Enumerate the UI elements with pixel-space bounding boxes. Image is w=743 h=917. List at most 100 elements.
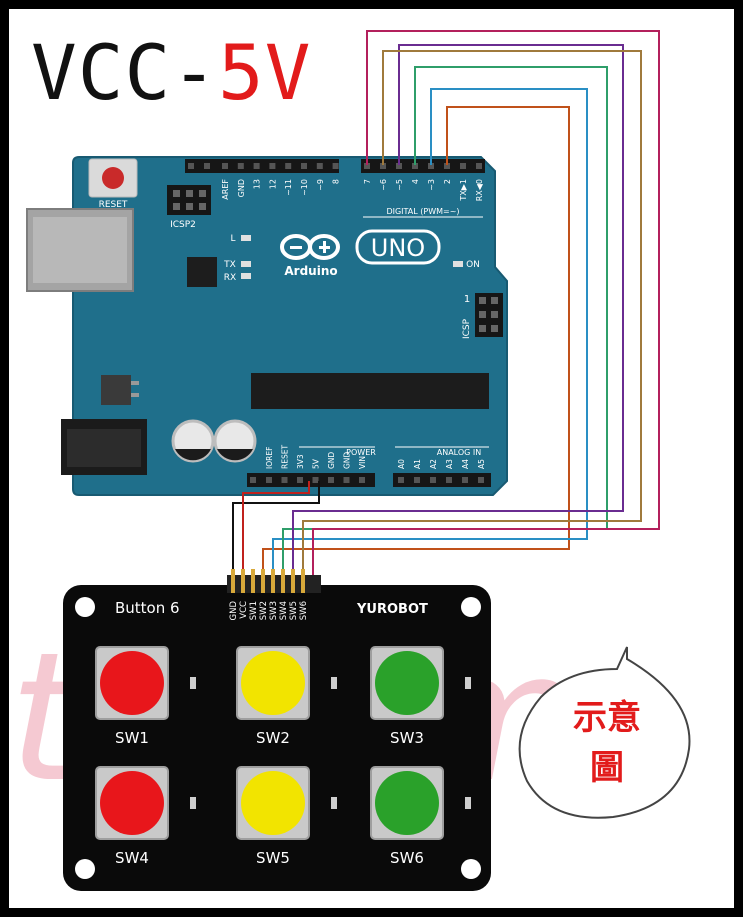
resistor: [465, 797, 471, 809]
icsp2-header: [167, 185, 211, 215]
wire-sw2-to-d3: [272, 88, 588, 581]
digital-pin-socket: [364, 163, 370, 169]
mount-hole: [75, 859, 95, 879]
power-pin-label: GND: [327, 452, 336, 469]
header-pin: [261, 569, 265, 593]
reset-button-cap[interactable]: [102, 167, 124, 189]
wiring-diagram: RESET ICSP2 L TX RX ON: [9, 30, 691, 891]
resistor: [465, 677, 471, 689]
wire-sw5-to-d6: [302, 50, 642, 581]
module-pin-label: GND: [229, 601, 239, 621]
analog-pin-socket: [430, 477, 436, 483]
push-button-sw6[interactable]: [370, 766, 444, 840]
push-button-sw3[interactable]: [370, 646, 444, 720]
resistor: [331, 677, 337, 689]
digital-pin-label: ~3: [427, 179, 436, 191]
button-cap[interactable]: [241, 651, 305, 715]
digital-pin-label: ~11: [284, 179, 293, 196]
jumper-wires: [232, 30, 660, 581]
wire-sw3-to-d4: [282, 66, 608, 581]
analog-header: [393, 473, 491, 487]
header-pin: [271, 569, 275, 593]
button-cap[interactable]: [241, 771, 305, 835]
analog-label: ANALOG IN: [437, 448, 482, 457]
module-pin-label: VCC: [239, 601, 249, 619]
button-cap[interactable]: [375, 651, 439, 715]
digital-pin-socket: [301, 163, 307, 169]
header-pin: [231, 569, 235, 593]
power-pin-label: RESET: [281, 445, 290, 469]
digital-pin-socket: [204, 163, 210, 169]
power-pin-socket: [343, 477, 350, 483]
wire-sw4-to-d5: [292, 44, 624, 581]
push-button-sw1[interactable]: [95, 646, 169, 720]
digital-pin-socket: [269, 163, 276, 169]
analog-pin-socket: [478, 477, 484, 483]
header-pin: [291, 569, 295, 593]
icsp-pin1-label: 1: [464, 294, 470, 305]
digital-pin-socket: [188, 163, 194, 169]
power-pin-socket: [328, 477, 334, 483]
led-on: [453, 261, 463, 267]
title: VCC-5V: [31, 35, 312, 111]
digital-pin-socket: [412, 163, 418, 169]
analog-pin-label: A2: [429, 459, 438, 469]
module-pin-label: SW4: [279, 601, 289, 620]
push-button-sw5[interactable]: [236, 766, 310, 840]
power-pin-label: 5V: [312, 458, 321, 469]
title-prefix: VCC-: [31, 28, 219, 117]
digital-pin-socket: [222, 163, 228, 169]
resistor: [190, 797, 196, 809]
resistor: [190, 677, 196, 689]
analog-pin-label: A4: [461, 459, 470, 469]
mount-hole: [461, 597, 481, 617]
capacitor-stripe: [175, 449, 211, 461]
led-on-label: ON: [466, 260, 480, 270]
digital-pin-label: ~9: [316, 179, 325, 191]
reset-label: RESET: [99, 200, 128, 210]
resistor: [331, 797, 337, 809]
analog-pin-label: A1: [413, 459, 422, 469]
header-pin: [301, 569, 305, 593]
header-pin: [251, 569, 255, 593]
uno-badge: [355, 229, 441, 265]
header-pin: [281, 569, 285, 593]
module-pin-label: SW1: [249, 601, 259, 620]
note-line2: 圖: [590, 748, 624, 788]
power-pin-label: IOREF: [265, 447, 274, 469]
module-pin-label: SW5: [289, 601, 299, 620]
usb-chip: [187, 257, 217, 287]
power-label: POWER: [346, 448, 376, 457]
digital-pin-label: GND: [237, 179, 246, 197]
button-label: SW5: [256, 849, 290, 867]
led-rx-label: RX: [224, 273, 236, 283]
button-label: SW2: [256, 729, 290, 747]
digital-pin-label: ~6: [379, 179, 388, 191]
button-cap[interactable]: [100, 771, 164, 835]
button-label: SW1: [115, 729, 149, 747]
header-pin: [241, 569, 245, 593]
arduino-uno-board: RESET ICSP2 L TX RX ON: [26, 156, 508, 496]
digital-pin-label: 4: [411, 179, 420, 184]
push-button-sw2[interactable]: [236, 646, 310, 720]
icsp-header: [475, 293, 503, 337]
board-outline: [72, 156, 508, 496]
analog-pin-socket: [446, 477, 452, 483]
digital-pin-socket: [332, 163, 339, 169]
digital-pin-socket: [285, 163, 292, 169]
digital-pin-label: 8: [332, 179, 341, 184]
dc-jack-inner: [67, 429, 141, 467]
push-button-sw4[interactable]: [95, 766, 169, 840]
button-cap[interactable]: [375, 771, 439, 835]
digital-pin-label: AREF: [221, 179, 230, 200]
module-pin-label: SW2: [259, 601, 269, 620]
button-cap[interactable]: [100, 651, 164, 715]
analog-pin-label: A0: [397, 459, 406, 469]
power-pin-socket: [312, 477, 319, 483]
